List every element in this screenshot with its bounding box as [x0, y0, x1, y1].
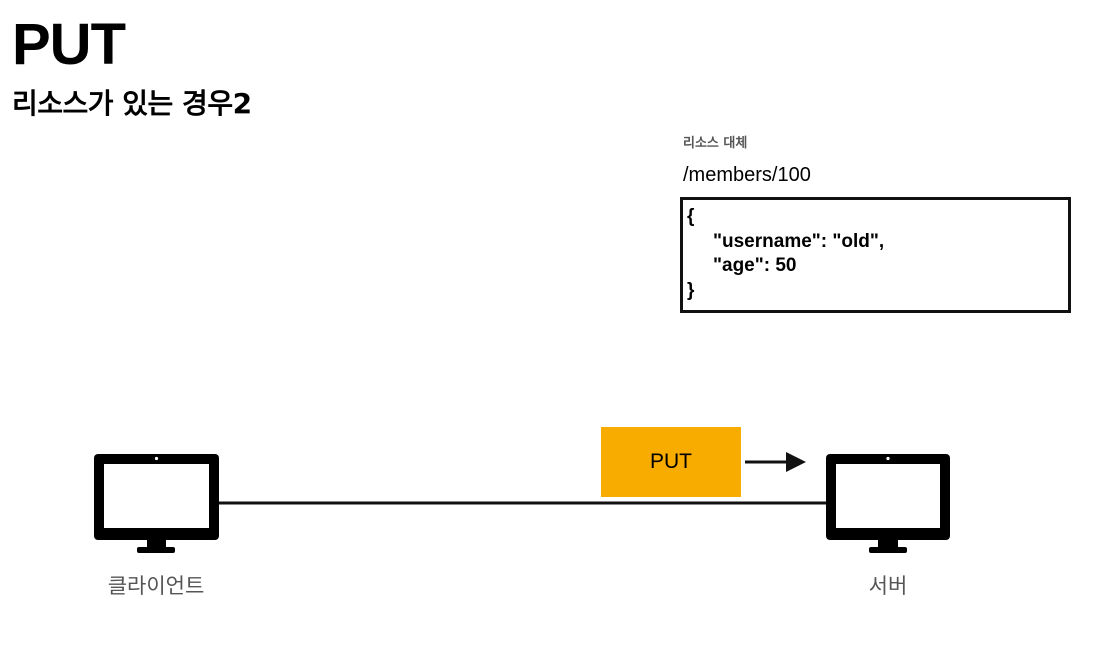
- client-label: 클라이언트: [107, 574, 205, 598]
- put-method-badge: PUT: [601, 427, 741, 497]
- server-label: 서버: [868, 574, 908, 598]
- server-monitor-icon: [826, 454, 950, 553]
- resource-json-box: { "username": "old", "age": 50 }: [680, 197, 1071, 313]
- slide-subtitle: 리소스가 있는 경우2: [12, 87, 252, 120]
- json-username-line: "username": "old",: [713, 230, 885, 252]
- slide-title: PUT: [12, 12, 126, 77]
- json-close-brace: }: [687, 279, 695, 301]
- put-method-label: PUT: [650, 450, 692, 473]
- resource-path: /members/100: [683, 164, 811, 186]
- client-monitor-icon: [94, 454, 219, 553]
- json-open-brace: {: [687, 206, 695, 227]
- resource-caption: 리소스 대체: [683, 136, 748, 151]
- request-arrow-icon: [745, 452, 806, 472]
- json-age-line: "age": 50: [713, 255, 797, 276]
